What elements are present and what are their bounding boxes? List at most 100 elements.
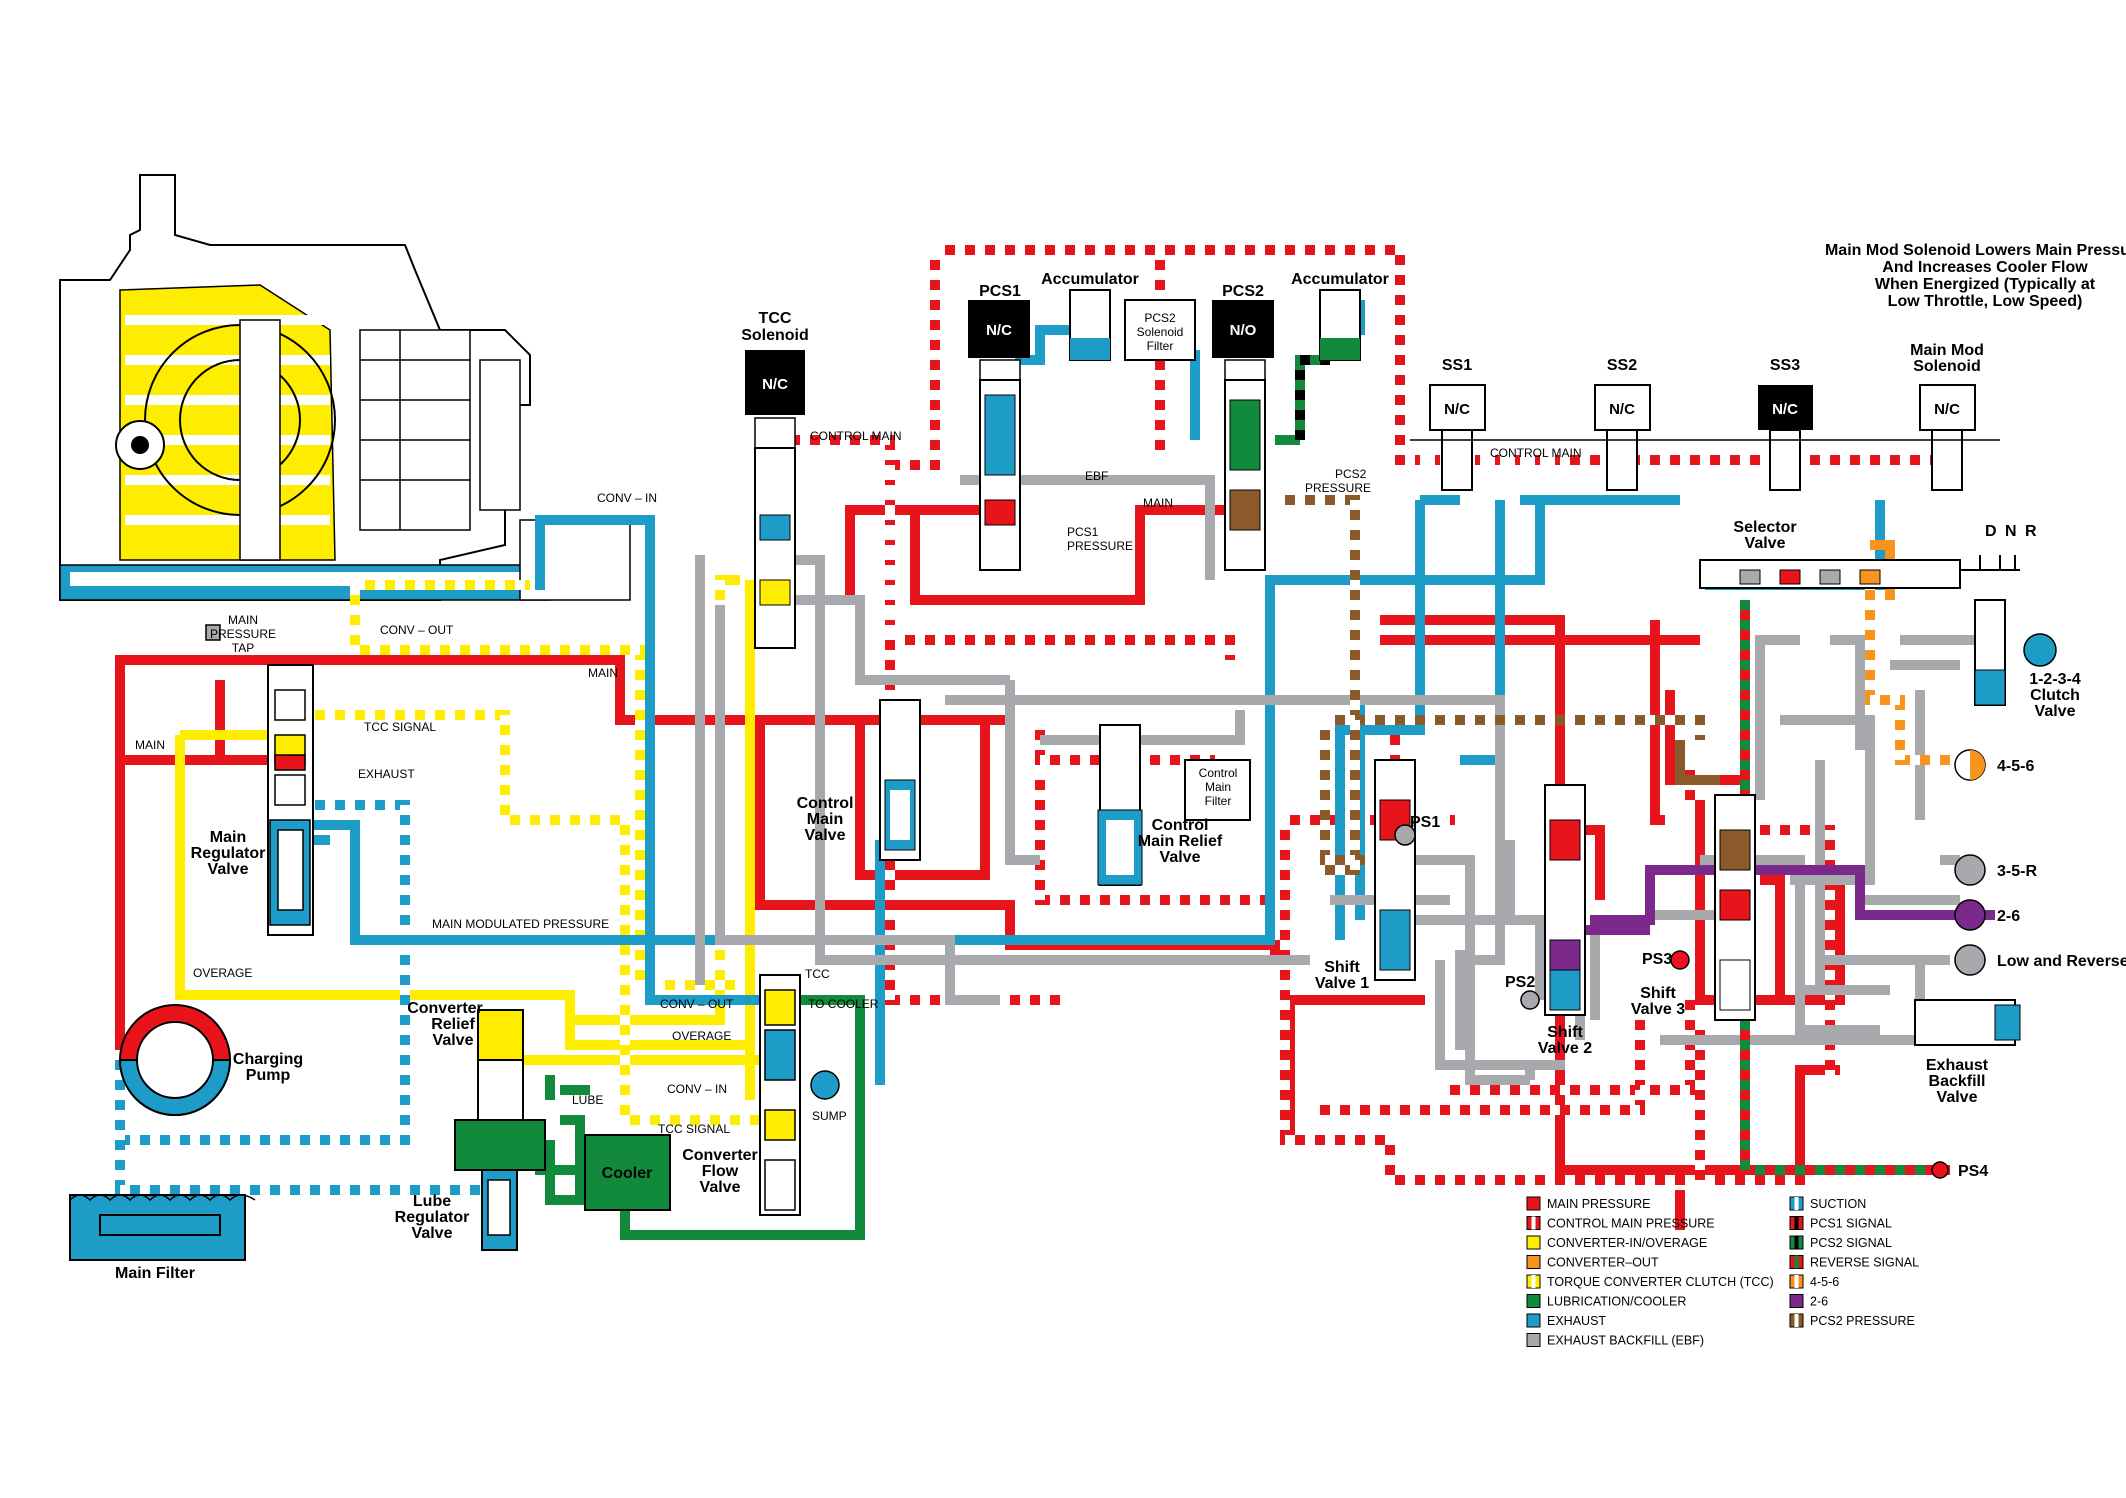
to-cooler-label: TO COOLER [808,997,879,1011]
ps3-label: PS3 [1642,951,1672,968]
tcc-signal-bottom: TCC SIGNAL [658,1122,730,1136]
pcs2-pressure-1: PCS2 [1335,467,1367,481]
tcc-solenoid [745,350,805,649]
accumulator-2 [1319,289,1361,361]
main-tap-3: TAP [232,641,254,655]
ss3-nc: N/C [1772,401,1798,418]
legend-label: EXHAUST BACKFILL (EBF) [1547,1334,1704,1348]
pcs2-solenoid-filter [1124,299,1196,361]
main-tap-1: MAIN [228,613,258,627]
legend-swatch [1526,1294,1541,1308]
ss2-nc: N/C [1609,401,1635,418]
legend-label: LUBRICATION/COOLER [1547,1295,1686,1309]
note-line-4: Low Throttle, Low Speed) [1888,293,2083,310]
converter-relief-2: Relief [431,1016,475,1033]
legend-swatch [1789,1216,1804,1230]
cooler [584,1134,671,1211]
conv-in-top: CONV – IN [597,491,657,505]
selector-valve-1: Selector [1733,519,1796,536]
legend-swatch [1526,1196,1541,1211]
converter-flow-1: Converter [682,1147,758,1164]
legend-swatch [1526,1333,1541,1347]
shift-valve-3 [1670,794,1756,1021]
ps1-label: PS1 [1410,814,1440,831]
legend-swatch [1789,1313,1804,1328]
tcc-solenoid-label-2: Solenoid [741,327,809,344]
gear-r: R [2025,523,2037,540]
main-regulator-valve [267,664,314,936]
tcc-nc: N/C [762,376,788,393]
ps4-label: PS4 [1958,1163,1988,1180]
legend-swatch [1526,1274,1541,1289]
accumulator-1 [1069,289,1111,361]
conv-out-mid: CONV – OUT [660,997,734,1011]
control-main-filter [1184,759,1251,821]
pcs1-pressure-1: PCS1 [1067,525,1099,539]
control-main-filter-1: Control [1199,766,1238,780]
main-tap-2: PRESSURE [210,627,276,641]
converter-relief-1: Converter [407,1000,483,1017]
shift-valve-2 [1520,784,1586,1016]
charging-pump-1: Charging [233,1051,303,1068]
legend-label: SUCTION [1810,1197,1866,1211]
converter-relief-3: Valve [433,1032,474,1049]
converter-flow-2: Flow [702,1163,739,1180]
conv-in-mid: CONV – IN [667,1082,727,1096]
pcs2-filter-label-3: Filter [1147,339,1174,353]
selector-valve-2: Valve [1745,535,1786,552]
lube-regulator-2: Regulator [395,1209,470,1226]
clutch-26-label: 2-6 [1997,908,2020,925]
legend-label: CONVERTER–OUT [1547,1256,1659,1270]
main-pressure-tap [205,624,221,641]
lube-label: LUBE [572,1093,603,1107]
legend-swatch [1526,1313,1541,1328]
clutch-1234-3: Valve [2035,703,2076,720]
pcs1-nc: N/C [986,322,1012,339]
tcc-signal-top: TCC SIGNAL [364,720,436,734]
accumulator-1-label: Accumulator [1041,271,1139,288]
ps4-switch [1931,1161,1949,1179]
clutch-low-reverse-label: Low and Reverse [1997,953,2126,970]
lube-regulator-valve [481,1169,518,1251]
control-main-relief-2: Main Relief [1138,833,1223,850]
control-main-filter-2: Main [1205,780,1231,794]
ss1-nc: N/C [1444,401,1470,418]
exhaust-backfill-valve [1914,999,2021,1046]
legend-label: PCS1 SIGNAL [1810,1217,1892,1231]
shift-valve-2b: Valve 2 [1538,1040,1592,1057]
lube-regulator-1: Lube [413,1193,451,1210]
shift-valve-1a: Shift [1324,959,1360,976]
clutch-456-label: 4-5-6 [1997,758,2034,775]
charging-pump-2: Pump [246,1067,291,1084]
main-label-side: MAIN [135,738,165,752]
clutch-1234-2: Clutch [2030,687,2080,704]
transmission-cross-section [59,174,631,601]
clutch-1234-1: 1-2-3-4 [2029,671,2081,688]
control-main-relief-3: Valve [1160,849,1201,866]
labels: Main Mod Solenoid Lowers Main Pressure A… [115,242,2126,1282]
legend-label: PCS2 SIGNAL [1810,1236,1892,1250]
clutch-low-reverse [1954,944,1986,976]
clutch-26 [1954,899,1986,931]
legend-swatch [1789,1294,1804,1308]
converter-relief-valve [454,1009,546,1171]
ss3-label: SS3 [1770,357,1800,374]
conv-out-top: CONV – OUT [380,623,454,637]
main-mod-label-2: Solenoid [1913,358,1981,375]
legend-label: 2-6 [1810,1295,1828,1309]
clutch-35r-label: 3-5-R [1997,863,2037,880]
pcs2-pressure-2: PRESSURE [1305,481,1371,495]
legend-label: 4-5-6 [1810,1275,1839,1289]
charging-pump [118,1004,232,1116]
pcs2-no: N/O [1230,322,1257,339]
selector-valve [1699,555,2020,589]
legend-swatch [1789,1274,1804,1289]
legend-label: TORQUE CONVERTER CLUTCH (TCC) [1547,1275,1774,1289]
exhaust-backfill-3: Valve [1937,1089,1978,1106]
legend-label: EXHAUST [1547,1314,1606,1328]
pcs2-label: PCS2 [1222,283,1264,300]
legend-swatch [1789,1255,1804,1269]
sump-label: SUMP [812,1109,847,1123]
